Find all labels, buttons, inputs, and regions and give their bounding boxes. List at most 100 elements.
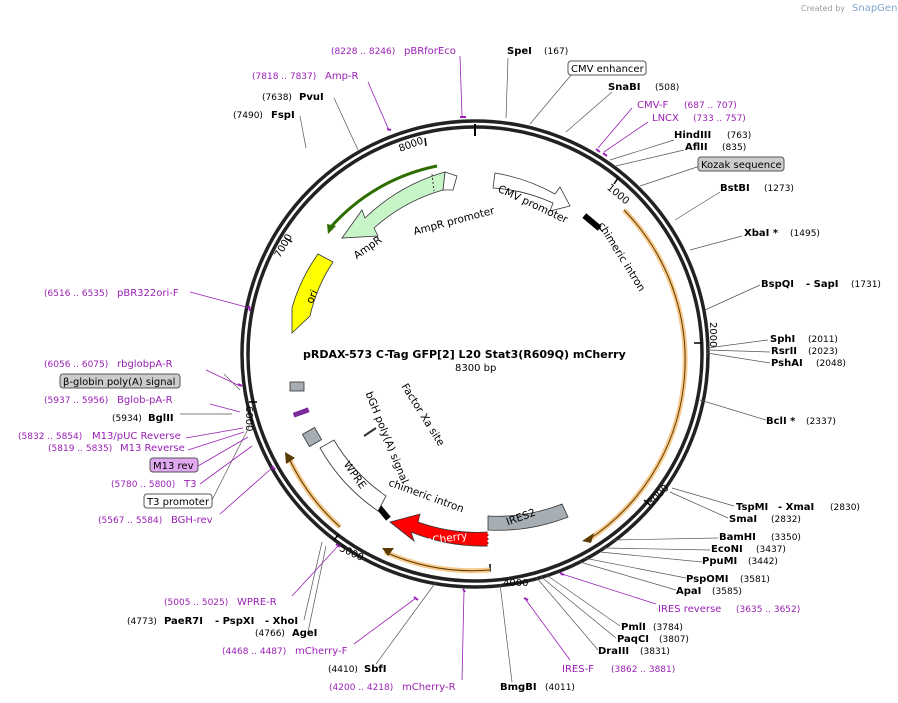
cmv-enhancer-label: CMV enhancer [571,64,645,75]
site-bmgbi[interactable]: BmgBI [500,682,537,693]
primer-bglob[interactable]: Bglob-pA-R [117,395,173,406]
cmv-enhancer-box[interactable] [567,60,647,76]
primer-cmvf-pos: (687 .. 707) [684,101,737,111]
primer-lines [185,55,657,681]
site-paqci[interactable]: PaqCI [617,634,649,645]
site-pshai[interactable]: PshAI [771,358,803,369]
primer-m13rev[interactable]: M13 Reverse [120,443,185,454]
primer-pbrforeco[interactable]: pBRforEco [404,46,456,57]
orf-arc-bottom-arrow [382,548,394,556]
site-agei-pos: (4766) [255,629,285,639]
primer-bghrev[interactable]: BGH-rev [171,515,213,526]
site-xhoi[interactable]: - XhoI [265,616,298,627]
site-xbai[interactable]: XbaI * [744,228,779,239]
primer-m13puc[interactable]: M13/pUC Reverse [92,431,181,442]
site-hindiii[interactable]: HindIII [674,130,711,141]
site-spei[interactable]: SpeI [507,46,532,57]
orf-arc-left-arrow [285,452,295,464]
primer-rbglob[interactable]: rbglobpA-R [117,359,173,370]
site-agei[interactable]: AgeI [292,628,317,639]
primer-mcherryf[interactable]: mCherry-F [295,646,348,657]
site-apai[interactable]: ApaI [676,586,701,597]
site-bamhi[interactable]: BamHI [719,532,756,543]
site-xmai[interactable]: - XmaI [778,502,814,513]
site-ppumi-pos: (3442) [748,557,778,567]
credit-brand: SnapGene [852,3,898,14]
kozak-box[interactable] [697,156,785,172]
ori-feature[interactable] [291,253,334,334]
m13rev-box[interactable] [149,457,199,473]
site-sphi-pos: (2011) [808,335,838,345]
site-sbfi-pos: (4410) [328,665,358,675]
site-smai-pos: (2832) [771,515,801,525]
kozak-label: Kozak sequence [701,160,782,171]
primer-iresf-pos: (3862 .. 3881) [611,665,675,675]
site-bglii[interactable]: BglII [148,413,174,424]
bgh-label: bGH poly(A) signal [363,390,411,485]
site-bstbi-pos: (1273) [764,184,794,194]
t3prom-box[interactable] [143,493,213,509]
site-xbai-pos: (1495) [790,229,820,239]
site-pspxi[interactable]: - PspXI [215,616,254,627]
globin-feature[interactable] [289,381,305,392]
primer-lncx[interactable]: LNCX [652,113,679,124]
globin-label: β-globin poly(A) signal [63,377,175,388]
primer-bghrev-pos: (5567 .. 5584) [98,516,162,526]
site-snabi-pos: (508) [655,83,679,93]
primer-iresrev[interactable]: IRES reverse [658,604,721,615]
cmv-promoter-feature[interactable] [492,172,571,212]
tick-4000: 4000 [503,578,528,589]
ires2-feature[interactable] [487,503,569,531]
plasmid-size: 8300 bp [455,363,496,374]
site-sphi[interactable]: SphI [770,334,795,345]
site-fspi-pos: (7490) [233,111,263,121]
site-sapi[interactable]: - SapI [806,279,838,290]
site-pspomi[interactable]: PspOMI [686,574,728,585]
primer-pbr322[interactable]: pBR322ori-F [117,288,179,299]
primer-wpre-pos: (5005 .. 5025) [164,598,228,608]
site-ppumi[interactable]: PpuMI [702,556,737,567]
primer-ampr[interactable]: Amp-R [325,71,359,82]
site-paqci-pos: (3807) [659,635,689,645]
site-pspomi-pos: (3581) [740,575,770,585]
primer-iresf[interactable]: IRES-F [562,664,594,675]
site-paer7i[interactable]: PaeR7I [164,616,203,627]
site-rsrii[interactable]: RsrII [771,346,797,357]
site-sbfi[interactable]: SbfI [364,664,386,675]
site-spei-pos: (167) [544,47,568,57]
site-pmli[interactable]: PmlI [621,622,646,633]
site-bspqi[interactable]: BspQI [761,279,794,290]
factor-xa-feature[interactable] [363,427,377,437]
site-bstbi[interactable]: BstBI [720,183,750,194]
t3prom-label: T3 promoter [146,497,210,508]
primer-m13puc-pos: (5832 .. 5854) [18,432,82,442]
site-snabi[interactable]: SnaBI [608,82,640,93]
mcherry-feature[interactable] [389,513,489,547]
primer-t3[interactable]: T3 [183,479,196,490]
tick-6000: 6000 [243,406,254,431]
plasmid-name: pRDAX-573 C-Tag GFP[2] L20 Stat3(R609Q) … [303,348,626,361]
primer-mcherryr[interactable]: mCherry-R [402,682,456,693]
bgh-feature[interactable] [301,426,323,448]
wpre-feature[interactable] [319,439,387,512]
site-pvui[interactable]: PvuI [299,92,324,103]
site-econi[interactable]: EcoNI [711,544,743,555]
chimeric-intron-1-tail [596,225,604,233]
site-fspi[interactable]: FspI [271,110,295,121]
credit-prefix: Created by [801,4,845,13]
site-tspmi[interactable]: TspMI [736,502,768,513]
site-aflii[interactable]: AflII [685,142,708,153]
globin-box[interactable] [59,373,181,389]
primer-cmvf[interactable]: CMV-F [637,100,668,111]
orf-arc-left-line [287,455,341,528]
site-bcli[interactable]: BclI * [766,416,796,427]
site-draiii[interactable]: DraIII [598,646,629,657]
primer-wpre[interactable]: WPRE-R [237,597,277,608]
ori-label: ori [304,288,321,305]
ampr-promoter-feature[interactable] [442,171,458,191]
site-smai[interactable]: SmaI [729,514,757,525]
primer-bglob-pos: (5937 .. 5956) [44,396,108,406]
orf-arc-main-line [587,209,686,541]
ampr-feature[interactable] [341,171,446,239]
